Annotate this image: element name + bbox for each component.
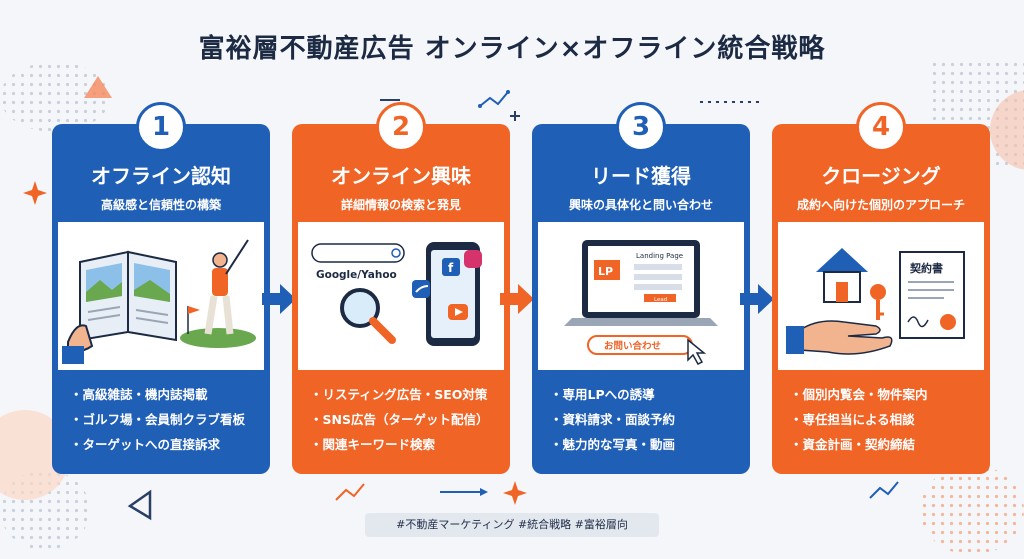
lp-badge: LP — [598, 265, 613, 278]
step-title: クロージング — [821, 164, 941, 188]
step-subtitle: 興味の具体化と問い合わせ — [568, 198, 713, 212]
step-subtitle: 高級感と信頼性の構築 — [100, 198, 221, 212]
smartphone-icon: f — [412, 242, 482, 346]
house-icon — [816, 248, 868, 303]
bullet-item: 高級雑誌・機内誌掲載 — [70, 382, 266, 407]
hand-icon — [786, 320, 893, 355]
laptop-icon: LP Landing Page Lead — [564, 240, 718, 326]
step-title: リード獲得 — [591, 164, 691, 188]
step-bullet-list: 個別内覧会・物件案内 専任担当による相談 資金計画・契約締結 — [790, 382, 986, 457]
bullet-item: 資料請求・面談予約 — [550, 407, 746, 432]
flow-arrow-icon — [740, 284, 774, 314]
step-subtitle: 成約へ向けた個別のアプローチ — [796, 198, 965, 212]
bullet-item: 関連キーワード検索 — [310, 432, 506, 457]
cursor-icon — [687, 338, 707, 365]
magnifier-icon — [340, 288, 396, 344]
cta-label: お問い合わせ — [604, 340, 661, 352]
hashtag-bar: #不動産マーケティング #統合戦略 #富裕層向 — [365, 513, 659, 537]
bullet-item: ゴルフ場・会員制クラブ看板 — [70, 407, 266, 432]
svg-text:f: f — [448, 261, 454, 275]
step-number-badge: 1 — [136, 102, 186, 152]
bullet-item: ターゲットへの直接訴求 — [70, 432, 266, 457]
magazine-icon — [62, 250, 177, 364]
contract-label: 契約書 — [909, 261, 943, 275]
inquiry-button: お問い合わせ — [587, 335, 693, 355]
step-illustration: LP Landing Page Lead お問い合わせ — [538, 222, 744, 370]
step-illustration: Google/Yahoo f — [298, 222, 504, 370]
step-title: オフライン認知 — [91, 164, 231, 188]
step-bullet-list: リスティング広告・SEO対策 SNS広告（ターゲット配信） 関連キーワード検索 — [310, 382, 506, 457]
step-bullet-list: 高級雑誌・機内誌掲載 ゴルフ場・会員制クラブ看板 ターゲットへの直接訴求 — [70, 382, 266, 457]
key-icon — [870, 284, 886, 320]
bullet-item: SNS広告（ターゲット配信） — [310, 407, 506, 432]
step-card-3: 3 リード獲得 興味の具体化と問い合わせ LP Landing Page Lea… — [532, 102, 750, 474]
step-bullet-list: 専用LPへの誘導 資料請求・面談予約 魅力的な写真・動画 — [550, 382, 746, 457]
lp-lead-button: Lead — [654, 297, 667, 303]
step-card-2: 2 オンライン興味 詳細情報の検索と発見 Google/Yahoo f — [292, 102, 510, 474]
dot-pattern — [920, 465, 1024, 555]
step-illustration — [58, 222, 264, 370]
bullet-item: リスティング広告・SEO対策 — [310, 382, 506, 407]
search-engine-label: Google/Yahoo — [316, 269, 397, 281]
step-number-badge: 2 — [376, 102, 426, 152]
lp-title: Landing Page — [636, 252, 683, 260]
step-card-4: 4 クロージング 成約へ向けた個別のアプローチ 契約書 — [772, 102, 990, 474]
bullet-item: 魅力的な写真・動画 — [550, 432, 746, 457]
contract-icon: 契約書 — [899, 251, 965, 339]
step-number-badge: 3 — [616, 102, 666, 152]
golfer-icon — [180, 239, 256, 348]
step-card-1: 1 オフライン認知 高級感と信頼性の構築 — [52, 102, 270, 474]
bullet-item: 資金計画・契約締結 — [790, 432, 986, 457]
bullet-item: 個別内覧会・物件案内 — [790, 382, 986, 407]
step-number-badge: 4 — [856, 102, 906, 152]
page-title: 富裕層不動産広告 オンライン×オフライン統合戦略 — [198, 34, 826, 64]
search-bar-icon: Google/Yahoo — [311, 243, 405, 281]
step-illustration: 契約書 — [778, 222, 984, 370]
step-title: オンライン興味 — [331, 164, 471, 188]
flow-arrow-icon — [500, 284, 534, 314]
step-subtitle: 詳細情報の検索と発見 — [340, 198, 461, 212]
bullet-item: 専用LPへの誘導 — [550, 382, 746, 407]
flow-arrow-icon — [262, 284, 296, 314]
bullet-item: 専任担当による相談 — [790, 407, 986, 432]
